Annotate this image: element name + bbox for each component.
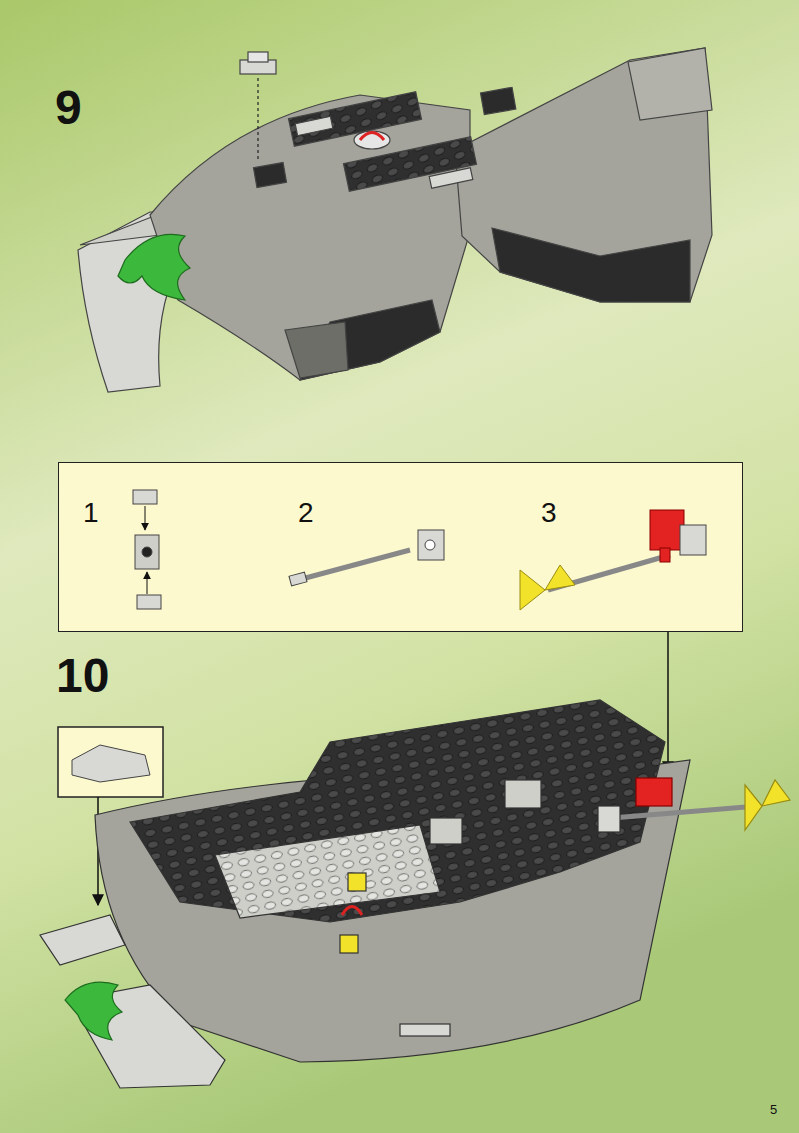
substep-pictures	[133, 490, 706, 610]
step10-model	[40, 700, 790, 1088]
substep-number: 3	[541, 499, 557, 527]
step-number: 9	[55, 84, 82, 132]
step-number: 10	[56, 652, 109, 700]
step9-model	[78, 48, 712, 392]
slope-brick	[72, 745, 150, 782]
page-number: 5	[770, 1103, 777, 1116]
substep-number: 2	[298, 499, 314, 527]
substep-panel: 1 2 3	[58, 462, 743, 632]
part-callout-box	[58, 727, 163, 797]
pointer-arrow	[667, 632, 669, 772]
substep-number: 1	[83, 499, 99, 527]
substep-panel-ground	[58, 462, 743, 632]
